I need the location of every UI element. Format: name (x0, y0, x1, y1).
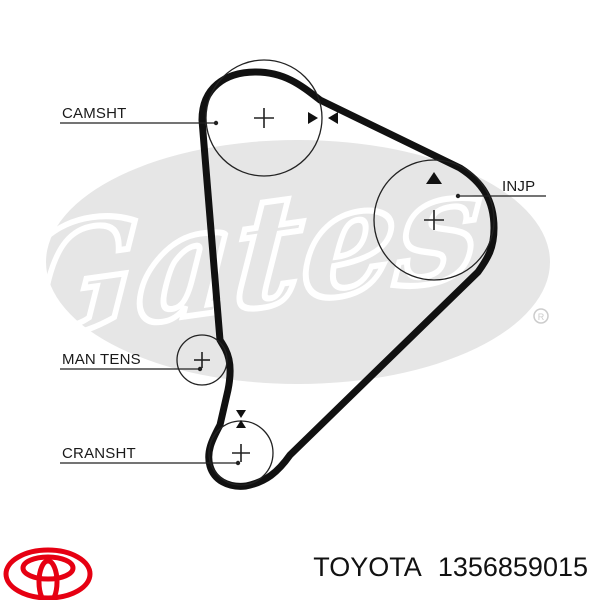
plus-marker-icon (254, 108, 274, 128)
crankshaft-pulley (208, 410, 274, 486)
toyota-logo-icon (3, 547, 93, 600)
label-crankshaft: CRANSHT (62, 445, 136, 462)
timing-arrow-icon (426, 172, 442, 184)
part-caption: TOYOTA 1356859015 (313, 552, 588, 583)
leader-lines (60, 122, 546, 464)
label-injection-pump: INJP (502, 178, 535, 195)
plus-marker-icon (424, 210, 444, 230)
part-number: 1356859015 (437, 552, 588, 582)
brand-name: TOYOTA (313, 552, 421, 582)
camshaft-pulley (205, 59, 338, 177)
label-camshaft: CAMSHT (62, 105, 127, 122)
label-manual-tensioner: MAN TENS (62, 351, 141, 368)
plus-marker-icon (232, 444, 250, 462)
injection-pump-pulley (373, 159, 495, 281)
timing-arrow-icon (308, 112, 338, 124)
plus-marker-icon (194, 352, 210, 368)
manual-tensioner-pulley (176, 334, 228, 386)
timing-arrow-icon (236, 410, 246, 428)
svg-text:R: R (538, 312, 545, 322)
